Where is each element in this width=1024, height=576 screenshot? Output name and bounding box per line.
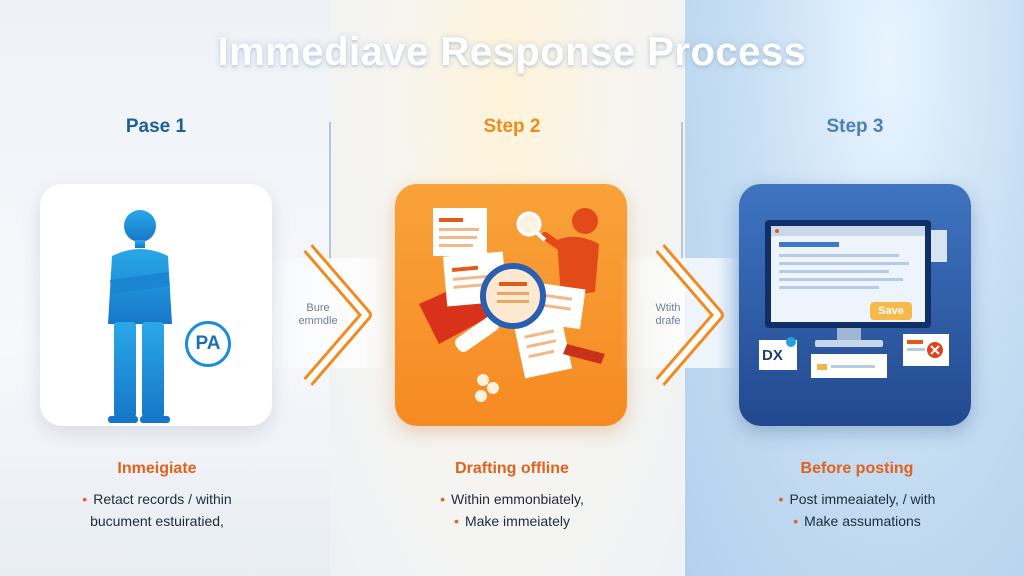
step-2-bullet-1-text: Within emmonbiately, — [451, 491, 584, 507]
step-1-bullet-1-text: Retact records / within — [93, 491, 232, 507]
step-2-label: Step 2 — [483, 116, 541, 137]
person-illustration — [108, 210, 172, 423]
step-2-card — [395, 184, 627, 426]
chevron-right-icon — [655, 244, 724, 386]
connector-2-line-2: drafe — [655, 315, 681, 327]
step-1-label: Pase 1 — [125, 116, 187, 137]
connector-1-line-2: emmdle — [298, 315, 338, 327]
step-3-heading: Before posting — [800, 460, 914, 477]
step-1-heading: Inmeigiate — [117, 460, 197, 477]
step-3-card: Save DX — [739, 184, 971, 426]
connector-2-line-1: Wtith — [655, 302, 681, 314]
connector-1-text: Bure emmdle — [283, 302, 353, 328]
pa-badge-text: PA — [195, 333, 221, 354]
save-button[interactable]: Save — [870, 302, 912, 320]
dx-logo-icon: DX — [762, 347, 783, 364]
step-2-bullet-1: •Within emmonbiately, — [440, 491, 584, 507]
step-3-bullet-2-text: Make assumations — [804, 513, 921, 529]
step-3-bullet-2: •Make assumations — [793, 513, 921, 529]
save-button-label: Save — [878, 305, 904, 317]
monitor-illustration — [759, 220, 949, 378]
divider-1 — [329, 122, 331, 262]
chevron-right-icon — [303, 244, 372, 386]
connector-2-text: Wtith drafe — [633, 302, 703, 328]
step-1-bullet-1: •Retact records / within — [82, 491, 232, 507]
step-2-heading: Drafting offline — [455, 460, 569, 477]
dx-logo-text: DX — [762, 347, 783, 364]
step-2-bullet-2: •Make immeiately — [454, 513, 570, 529]
drafting-illustration — [419, 208, 605, 402]
connector-1-line-1: Bure — [306, 302, 330, 314]
page-title: Immediave Response Process — [217, 30, 807, 74]
step-3-bullet-1-text: Post immeaiately, / with — [789, 491, 936, 507]
step-2-bullet-2-text: Make immeiately — [464, 513, 570, 529]
step-3-label: Step 3 — [826, 116, 884, 137]
pa-badge: PA — [185, 321, 231, 367]
divider-2 — [681, 122, 683, 262]
step-1-card: PA — [40, 184, 272, 426]
step-1-line-2: bucument estuiratied, — [90, 513, 224, 529]
step-3-bullet-1: •Post immeaiately, / with — [778, 491, 936, 507]
